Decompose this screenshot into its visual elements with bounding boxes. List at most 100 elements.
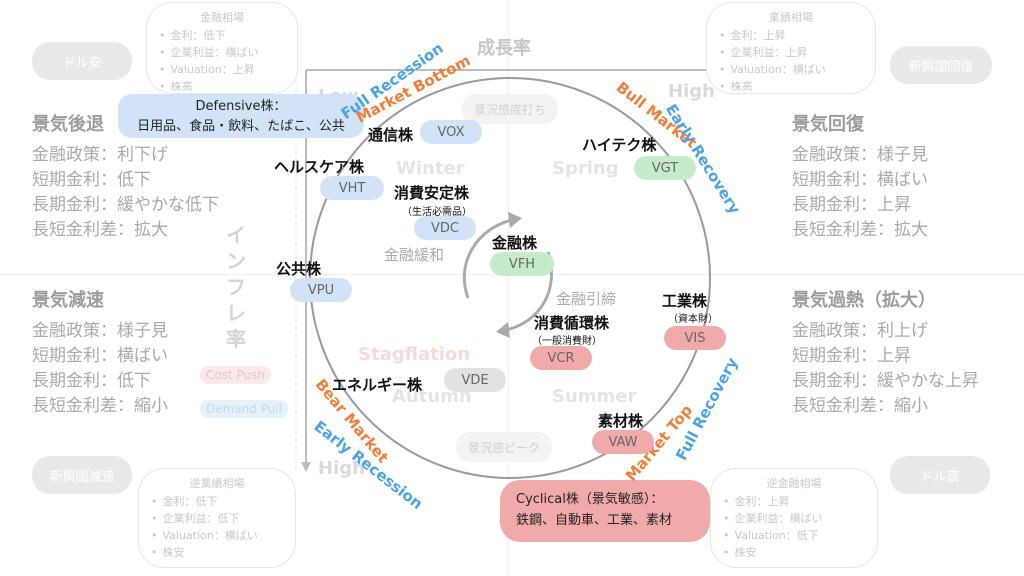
market-title: 業績相場 bbox=[769, 11, 813, 24]
cyclical-title: Cyclical株（景気敏感）： bbox=[516, 492, 664, 507]
phase-overheat: 景気過熱（拡大） 金融政策：利上げ 短期金利：上昇 長期金利：緩やかな上昇 長短… bbox=[792, 288, 979, 419]
ticker-vcr: VCR bbox=[530, 346, 592, 370]
phase-item: 短期金利：上昇 bbox=[792, 346, 911, 366]
market-item: Valuation：横ばい bbox=[719, 61, 863, 78]
phase-title: 景気過熱（拡大） bbox=[792, 290, 936, 311]
phase-item: 金融政策：利下げ bbox=[32, 145, 168, 165]
ticker-vox: VOX bbox=[420, 120, 482, 144]
weak-dollar-pill: ドル安 bbox=[32, 42, 132, 80]
sentiment-peak-pill: 景況感ピーク bbox=[456, 432, 552, 462]
market-item: 金利：低下 bbox=[159, 27, 285, 44]
phase-slowdown: 景気減速 金融政策：様子見 短期金利：横ばい 長期金利：低下 長短金利差：縮小 bbox=[32, 288, 168, 419]
phase-item: 長期金利：低下 bbox=[32, 371, 151, 391]
phase-title: 景気後退 bbox=[32, 114, 104, 135]
phase-item: 短期金利：横ばい bbox=[792, 170, 928, 190]
strong-dollar-pill: ドル高 bbox=[890, 456, 990, 494]
tightening-label: 金融引締 bbox=[556, 290, 617, 308]
season-winter: Winter bbox=[396, 158, 465, 179]
phase-item: 長短金利差：拡大 bbox=[792, 220, 928, 240]
defensive-box: Defensive株： 日用品、食品・飲料、たばこ、公共 bbox=[118, 94, 364, 138]
cyclical-box: Cyclical株（景気敏感）： 鉄鋼、自動車、工業、素材 bbox=[500, 480, 710, 542]
market-box-bottom-right: 逆金融相場 金利：上昇 企業利益：横ばい Valuation：低下 株安 bbox=[710, 468, 878, 568]
ticker-vde: VDE bbox=[444, 368, 506, 392]
ticker-vis: VIS bbox=[664, 326, 726, 350]
inflation-axis-label: インフレ率 bbox=[226, 223, 246, 351]
ticker-vgt: VGT bbox=[634, 156, 696, 180]
market-item: 株高 bbox=[159, 78, 285, 95]
growth-axis-label: 成長率 bbox=[477, 38, 531, 59]
season-stagflation: Stagflation bbox=[358, 344, 471, 365]
phase-item: 金融政策：利上げ bbox=[792, 321, 928, 341]
phase-recession: 景気後退 金融政策：利下げ 短期金利：低下 長期金利：緩やかな低下 長短金利差：… bbox=[32, 112, 219, 243]
market-title: 金融相場 bbox=[200, 11, 244, 24]
sector-telecom: 通信株 bbox=[368, 126, 414, 144]
easing-label: 金融緩和 bbox=[384, 246, 445, 264]
defensive-desc: 日用品、食品・飲料、たばこ、公共 bbox=[137, 119, 345, 134]
sector-energy: エネルギー株 bbox=[332, 376, 423, 394]
rotation-arrow-top bbox=[462, 218, 513, 299]
market-item: Valuation：横ばい bbox=[151, 527, 283, 544]
ticker-vdc: VDC bbox=[414, 216, 476, 240]
phase-item: 長短金利差：縮小 bbox=[32, 396, 168, 416]
phase-title: 景気減速 bbox=[32, 290, 104, 311]
market-item: 企業利益：上昇 bbox=[719, 44, 863, 61]
defensive-title: Defensive株： bbox=[195, 99, 287, 114]
ticker-vpu: VPU bbox=[290, 278, 352, 302]
sector-discretionary: 消費循環株 bbox=[534, 314, 610, 332]
market-box-top-left: 金融相場 金利：低下 企業利益：横ばい Valuation：上昇 株高 bbox=[146, 2, 298, 94]
em-recovery-pill: 新興国回復 bbox=[890, 46, 992, 84]
phase-item: 長期金利：緩やかな低下 bbox=[32, 195, 219, 215]
ticker-vaw: VAW bbox=[592, 430, 654, 454]
sector-discretionary-sub: （一般消費財） bbox=[532, 336, 602, 347]
sector-healthcare: ヘルスケア株 bbox=[274, 158, 365, 176]
rotation-arrowhead-bottom bbox=[496, 322, 510, 338]
sector-industrials-sub: （資本財） bbox=[668, 314, 718, 325]
inflation-axis-arrow bbox=[301, 462, 311, 472]
cyclical-desc: 鉄鋼、自動車、工業、素材 bbox=[516, 513, 673, 528]
market-item: Valuation：上昇 bbox=[159, 61, 285, 78]
market-item: 金利：上昇 bbox=[723, 493, 865, 510]
phase-recovery: 景気回復 金融政策：様子見 短期金利：横ばい 長期金利：上昇 長短金利差：拡大 bbox=[792, 112, 928, 243]
market-title: 逆金融相場 bbox=[766, 477, 822, 490]
rotation-arrowhead-top bbox=[508, 212, 522, 228]
season-summer: Summer bbox=[552, 386, 637, 407]
sector-materials: 素材株 bbox=[598, 412, 644, 430]
market-item: 株安 bbox=[151, 544, 283, 561]
cost-push-label: Cost Push bbox=[200, 366, 271, 384]
sector-industrials: 工業株 bbox=[662, 292, 708, 310]
phase-title: 景気回復 bbox=[792, 114, 864, 135]
demand-pull-label: Demand Pull bbox=[200, 400, 289, 418]
ticker-vfh: VFH bbox=[490, 252, 554, 276]
season-spring: Spring bbox=[552, 158, 619, 179]
phase-item: 長期金利：上昇 bbox=[792, 195, 911, 215]
market-item: 金利：低下 bbox=[151, 493, 283, 510]
market-item: Valuation：低下 bbox=[723, 527, 865, 544]
market-box-bottom-left: 逆業績相場 金利：低下 企業利益：低下 Valuation：横ばい 株安 bbox=[138, 468, 296, 568]
market-item: 株安 bbox=[723, 544, 865, 561]
market-item: 企業利益：横ばい bbox=[723, 510, 865, 527]
market-title: 逆業績相場 bbox=[189, 477, 245, 490]
inflation-high-label: High bbox=[318, 458, 365, 479]
sentiment-bottom-pill: 景況感底打ち bbox=[462, 94, 558, 124]
sector-financials: 金融株 bbox=[492, 234, 538, 252]
phase-item: 短期金利：横ばい bbox=[32, 346, 168, 366]
market-item: 企業利益：低下 bbox=[151, 510, 283, 527]
market-item: 株高 bbox=[719, 78, 863, 95]
phase-item: 金融政策：様子見 bbox=[792, 145, 928, 165]
market-box-top-right: 業績相場 金利：上昇 企業利益：上昇 Valuation：横ばい 株高 bbox=[706, 2, 876, 94]
sector-staples: 消費安定株 bbox=[394, 184, 470, 202]
sector-utilities: 公共株 bbox=[276, 260, 322, 278]
market-item: 金利：上昇 bbox=[719, 27, 863, 44]
phase-item: 短期金利：低下 bbox=[32, 170, 151, 190]
grid-vertical-line bbox=[508, 0, 509, 576]
sector-staples-sub: （生活必需品） bbox=[402, 207, 472, 218]
phase-item: 長短金利差：拡大 bbox=[32, 220, 168, 240]
phase-item: 長短金利差：縮小 bbox=[792, 396, 928, 416]
em-slowdown-pill: 新興国減速 bbox=[32, 456, 132, 494]
sector-tech: ハイテク株 bbox=[582, 136, 657, 154]
market-item: 企業利益：横ばい bbox=[159, 44, 285, 61]
phase-item: 長期金利：緩やかな上昇 bbox=[792, 371, 979, 391]
growth-high-label: High bbox=[668, 81, 715, 102]
phase-item: 金融政策：様子見 bbox=[32, 321, 168, 341]
